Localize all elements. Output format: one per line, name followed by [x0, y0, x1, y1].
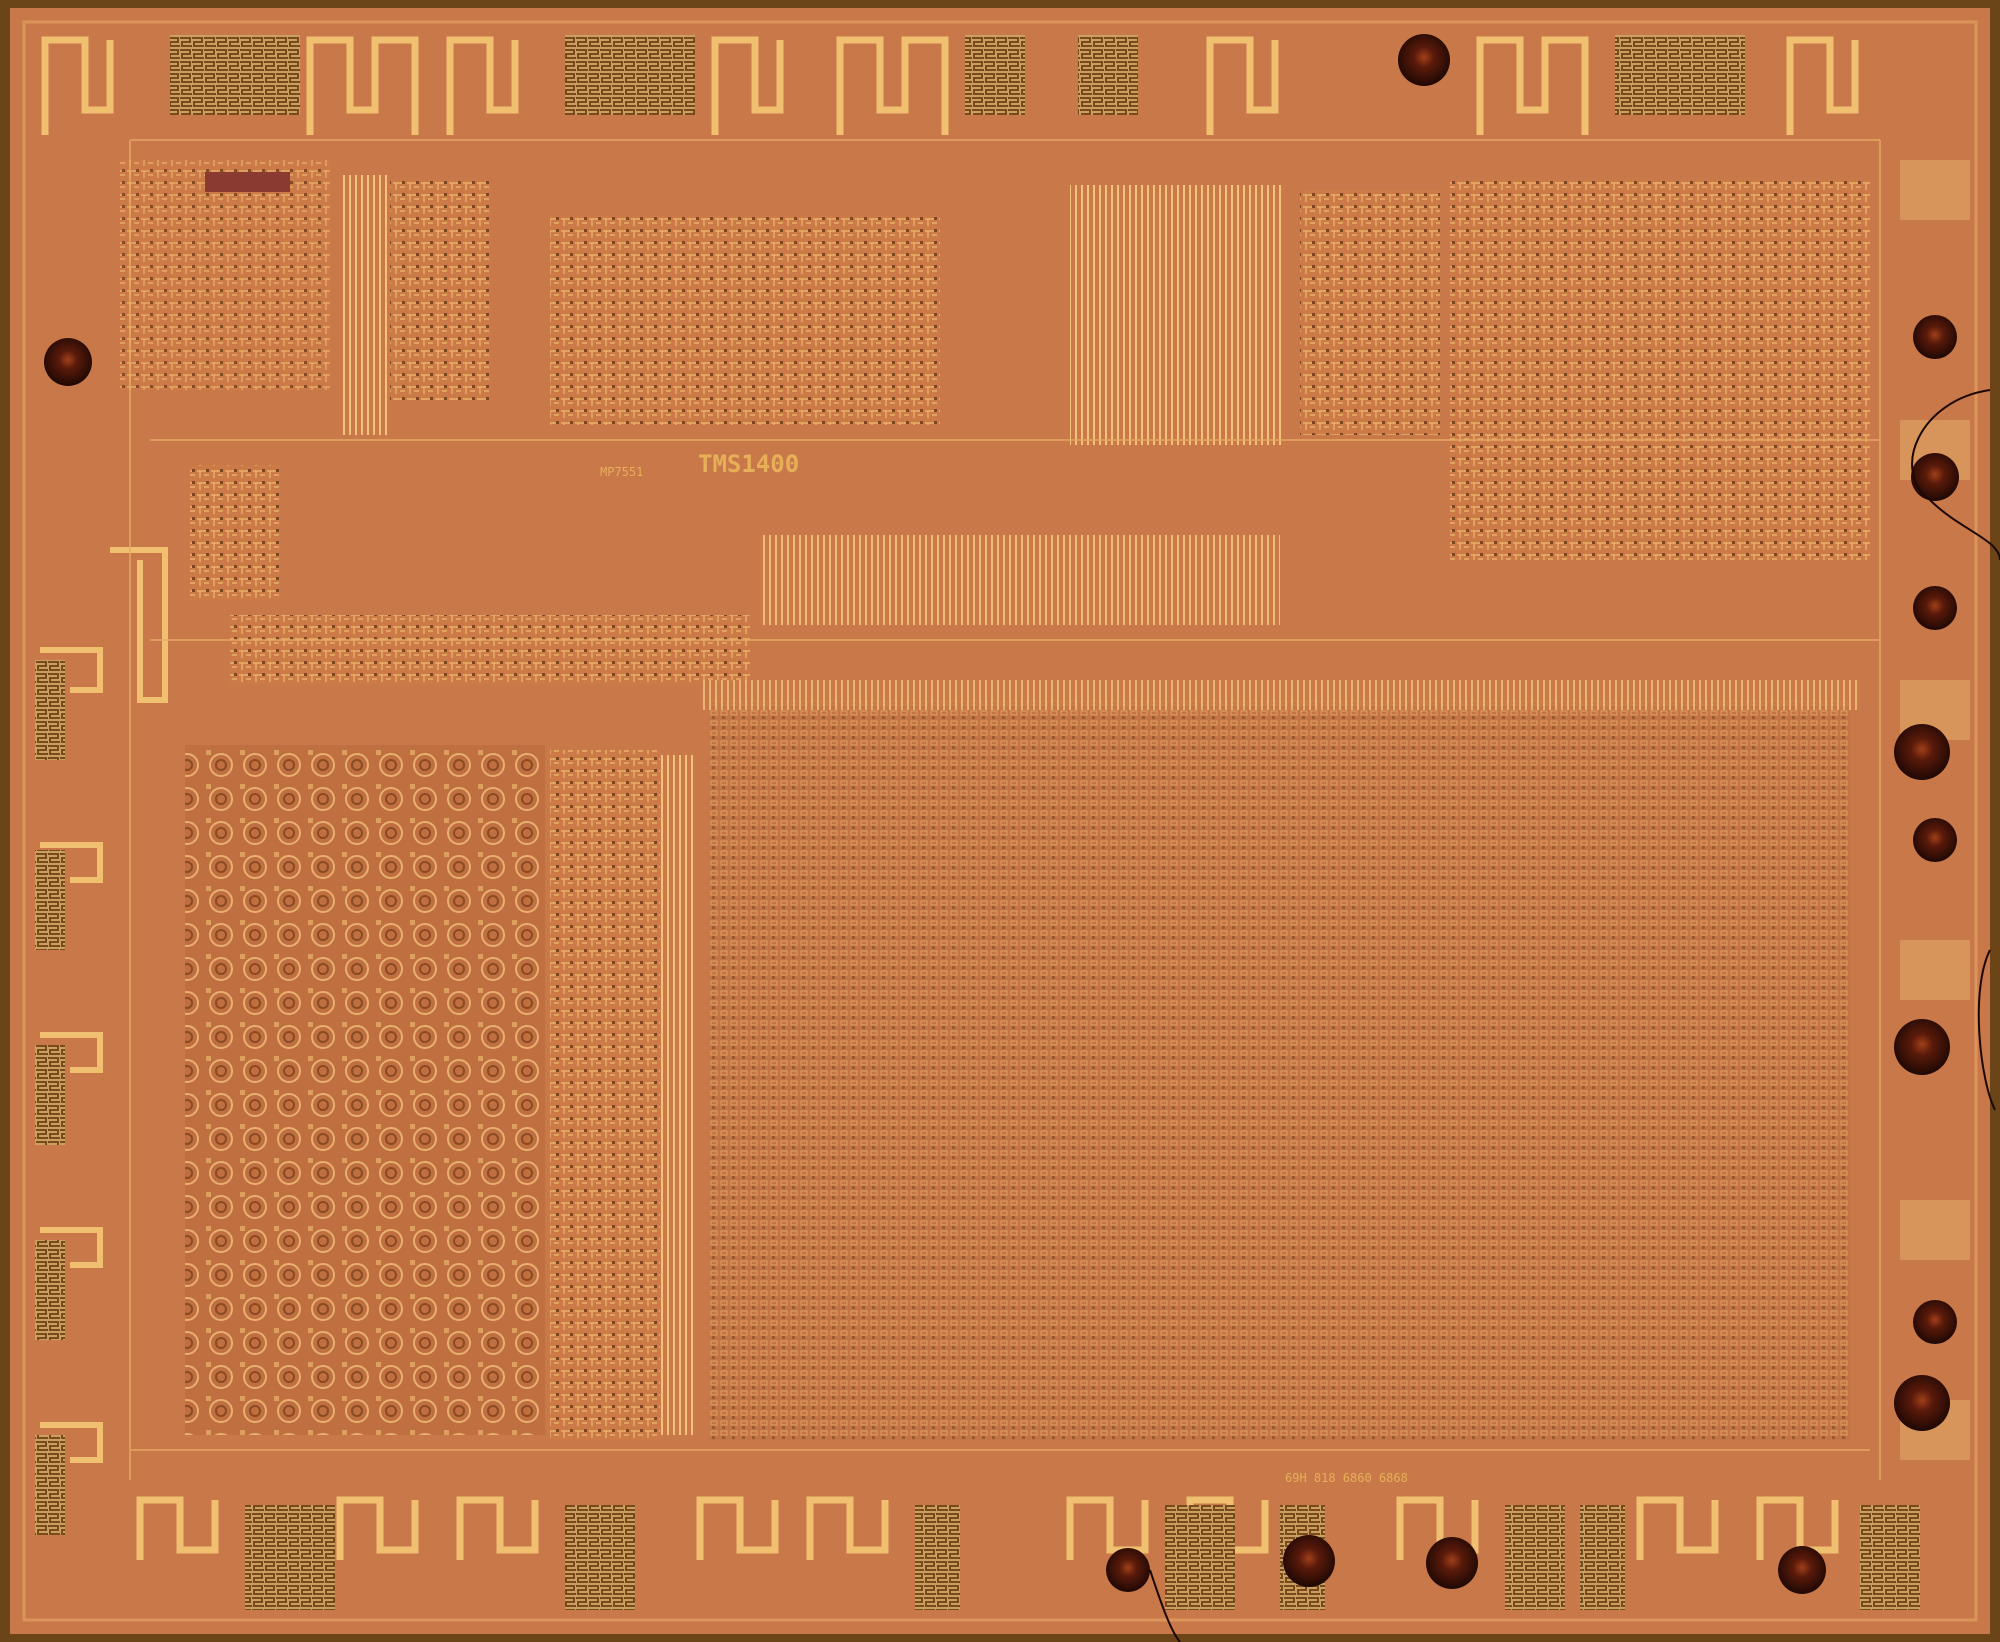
ram-array: [185, 745, 545, 1435]
pla-block: [1300, 190, 1440, 435]
top-bond-pads: [41, 35, 1859, 135]
ram-decoder: [550, 750, 660, 1440]
ball-bond: [1911, 453, 1959, 501]
instruction-decoder: [1070, 185, 1285, 445]
rom-array: [710, 700, 1850, 1440]
ball-bonds: [44, 34, 1959, 1594]
ball-bond: [1894, 1375, 1950, 1431]
ball-bond: [1894, 724, 1950, 780]
ball-bond: [1283, 1535, 1335, 1587]
ball-bond: [44, 338, 92, 386]
register-strip: [230, 615, 750, 685]
part-number-marking: TMS1400: [698, 450, 799, 478]
bond-wires: [1149, 389, 2000, 1642]
logic-column-a: [340, 175, 390, 435]
bus-lines: [129, 139, 1881, 1480]
ball-bond: [1398, 34, 1450, 86]
mask-code-marking: MP7551: [600, 465, 643, 479]
logic-block-topleft: [120, 160, 330, 390]
rom-row-decoder: [660, 755, 695, 1435]
ball-bond: [1913, 315, 1957, 359]
logic-column-b: [390, 180, 490, 400]
ball-bond: [1913, 818, 1957, 862]
left-mid-logic: [190, 465, 280, 600]
ball-bond: [1894, 1019, 1950, 1075]
output-pla: [760, 535, 1280, 625]
bottom-bond-pads: [136, 1496, 1920, 1610]
ball-bond: [1778, 1546, 1826, 1594]
ball-bond: [1913, 586, 1957, 630]
ball-bond: [1426, 1537, 1478, 1589]
ball-bond: [1913, 1300, 1957, 1344]
timing-logic: [1450, 180, 1870, 560]
bottom-code-marking: 69H 818 6860 6868: [1285, 1471, 1408, 1485]
left-bond-pads: [35, 547, 168, 1535]
alu-block: [550, 215, 940, 425]
ball-bond: [1106, 1548, 1150, 1592]
